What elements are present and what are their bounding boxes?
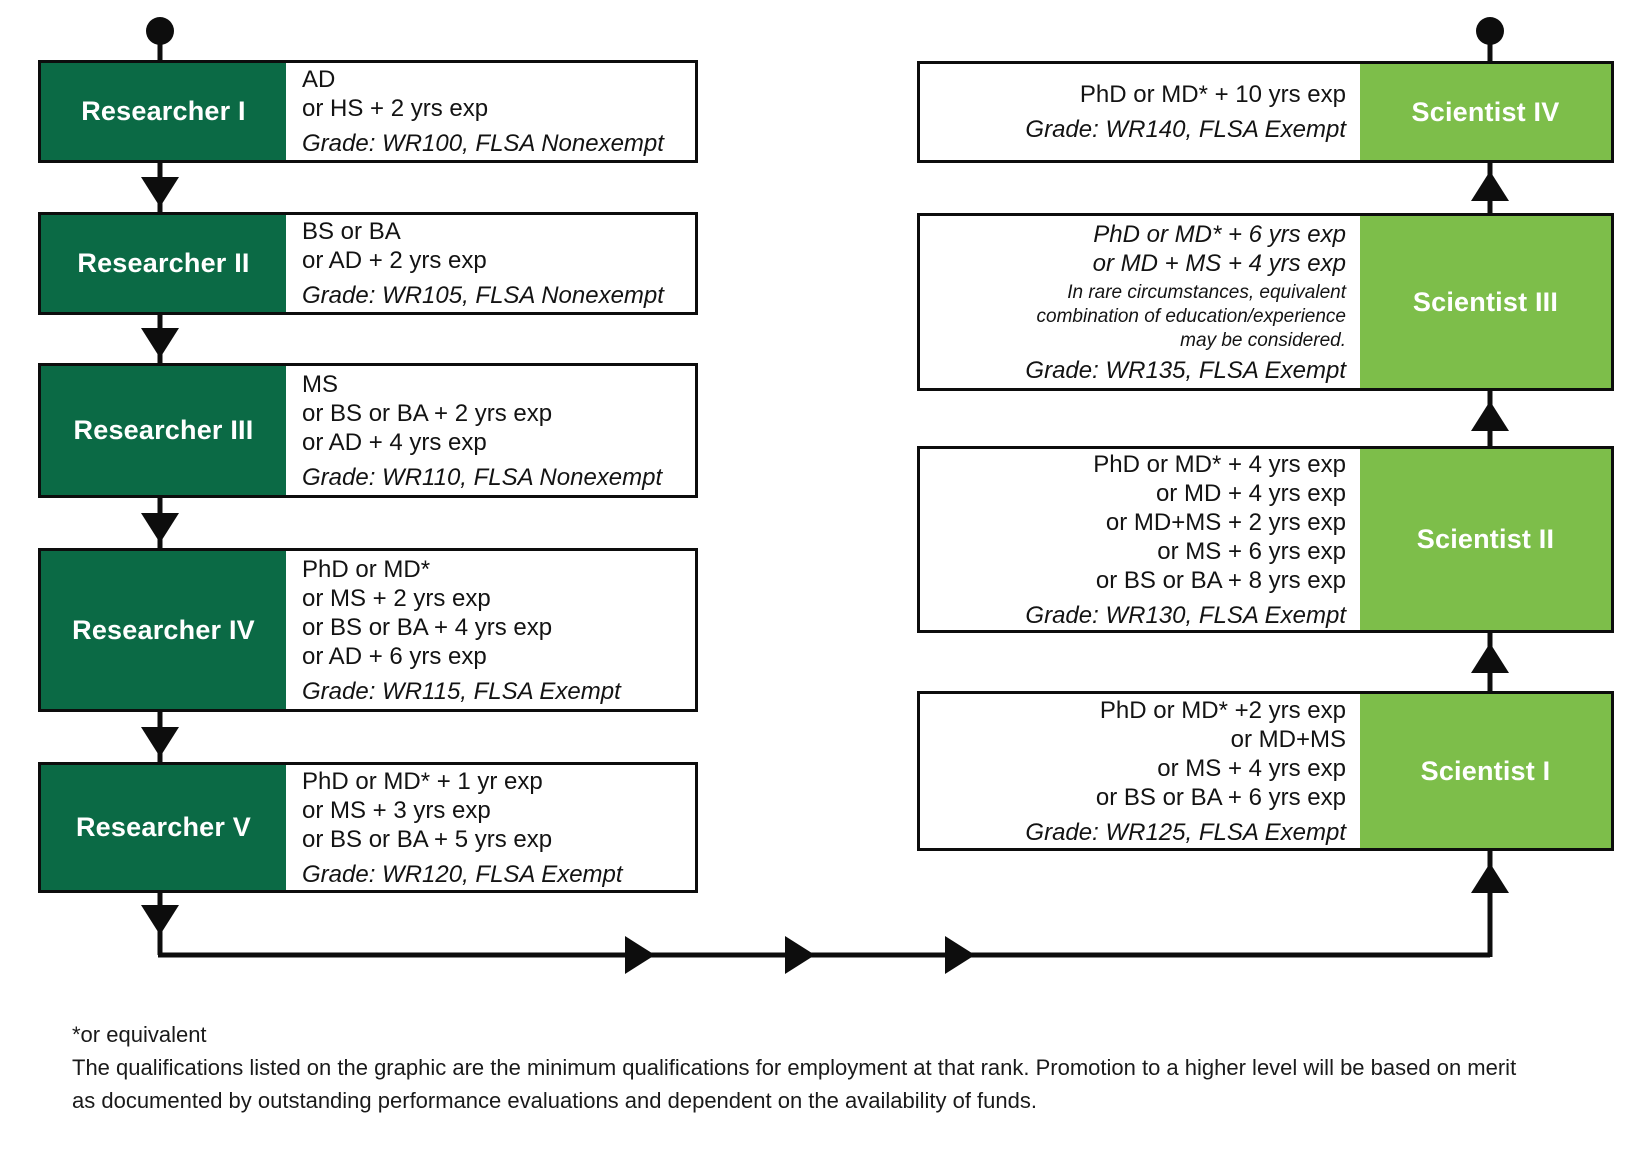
qualification-line: or AD + 4 yrs exp [302, 428, 487, 456]
qualification-line: or MS + 3 yrs exp [302, 796, 491, 824]
qualification-line: or BS or BA + 2 yrs exp [302, 399, 553, 427]
researcher-4-label: Researcher IV [41, 551, 286, 709]
qualification-line: PhD or MD* + 10 yrs exp [1079, 81, 1346, 108]
qualification-line: or MS + 4 yrs exp [1157, 754, 1346, 782]
researcher-3-box: Researcher III MS or BS or BA + 2 yrs ex… [38, 363, 698, 498]
qualification-line: or MS + 2 yrs exp [302, 584, 491, 612]
scientist-4-label: Scientist IV [1360, 64, 1611, 160]
researcher-5-qualifications: PhD or MD* + 1 yr exp or MS + 3 yrs exp … [286, 765, 695, 890]
footnote: *or equivalent The qualifications listed… [72, 1018, 1602, 1117]
researcher-3-qualifications: MS or BS or BA + 2 yrs exp or AD + 4 yrs… [286, 366, 695, 495]
scientist-4-box: PhD or MD* + 10 yrs exp Grade: WR140, FL… [917, 61, 1614, 163]
qualification-line: or AD + 2 yrs exp [302, 247, 487, 274]
qualification-line: or MD + 4 yrs exp [1155, 479, 1346, 507]
scientist-2-box: PhD or MD* + 4 yrs exp or MD + 4 yrs exp… [917, 446, 1614, 633]
qualification-line: or MD+MS [1230, 725, 1346, 753]
qualification-line: or AD + 6 yrs exp [302, 642, 487, 670]
arrow-down-icon [141, 513, 179, 543]
grade-text: Grade: WR100, FLSA Nonexempt [302, 130, 664, 157]
grade-text: Grade: WR125, FLSA Exempt [1025, 818, 1346, 846]
scientist-4-qualifications: PhD or MD* + 10 yrs exp Grade: WR140, FL… [920, 64, 1360, 160]
researcher-4-box: Researcher IV PhD or MD* or MS + 2 yrs e… [38, 548, 698, 712]
scientist-3-label: Scientist III [1360, 216, 1611, 388]
footnote-text-line: The qualifications listed on the graphic… [72, 1055, 1517, 1080]
footnote-asterisk-line: *or equivalent [72, 1022, 207, 1047]
qualification-line: or HS + 2 yrs exp [302, 95, 489, 122]
arrow-up-icon [1471, 401, 1509, 431]
arrow-right-icon [625, 936, 655, 974]
grade-text: Grade: WR135, FLSA Exempt [1025, 356, 1346, 384]
grade-text: Grade: WR110, FLSA Nonexempt [302, 463, 663, 491]
grade-text: Grade: WR140, FLSA Exempt [1025, 116, 1346, 143]
qualification-line: or MS + 6 yrs exp [1157, 537, 1346, 565]
scientist-1-box: PhD or MD* +2 yrs exp or MD+MS or MS + 4… [917, 691, 1614, 851]
researcher-5-label: Researcher V [41, 765, 286, 890]
researcher-5-box: Researcher V PhD or MD* + 1 yr exp or MS… [38, 762, 698, 893]
scientist-3-qualifications: PhD or MD* + 6 yrs exp or MD + MS + 4 yr… [920, 216, 1360, 388]
scientist-3-box: PhD or MD* + 6 yrs exp or MD + MS + 4 yr… [917, 213, 1614, 391]
qualification-line: PhD or MD* +2 yrs exp [1099, 696, 1346, 724]
arrow-up-icon [1471, 863, 1509, 893]
qualification-line: PhD or MD* [302, 555, 431, 583]
equivalency-note: In rare circumstances, equivalent combin… [1036, 281, 1346, 351]
scientist-2-label: Scientist II [1360, 449, 1611, 630]
footnote-text-line: as documented by outstanding performance… [72, 1088, 1037, 1113]
arrow-up-icon [1471, 171, 1509, 201]
qualification-line: AD [302, 66, 336, 93]
grade-text: Grade: WR130, FLSA Exempt [1025, 601, 1346, 629]
researcher-3-label: Researcher III [41, 366, 286, 495]
qualification-line: or MD + MS + 4 yrs exp [1092, 249, 1346, 277]
arrow-down-icon [141, 905, 179, 935]
qualification-line: PhD or MD* + 1 yr exp [302, 767, 543, 795]
arrow-down-icon [141, 328, 179, 358]
arrow-up-icon [1471, 643, 1509, 673]
qualification-line: or BS or BA + 4 yrs exp [302, 613, 553, 641]
qualification-line: or BS or BA + 5 yrs exp [302, 825, 553, 853]
researcher-2-qualifications: BS or BA or AD + 2 yrs exp Grade: WR105,… [286, 215, 695, 312]
qualification-line: or BS or BA + 6 yrs exp [1095, 783, 1346, 811]
grade-text: Grade: WR115, FLSA Exempt [302, 677, 621, 705]
researcher-1-label: Researcher I [41, 63, 286, 160]
researcher-2-label: Researcher II [41, 215, 286, 312]
arrow-right-icon [945, 936, 975, 974]
scientist-1-label: Scientist I [1360, 694, 1611, 848]
grade-text: Grade: WR120, FLSA Exempt [302, 860, 623, 888]
arrow-right-icon [785, 936, 815, 974]
researcher-2-box: Researcher II BS or BA or AD + 2 yrs exp… [38, 212, 698, 315]
qualification-line: MS [302, 370, 338, 398]
scientist-2-qualifications: PhD or MD* + 4 yrs exp or MD + 4 yrs exp… [920, 449, 1360, 630]
grade-text: Grade: WR105, FLSA Nonexempt [302, 282, 664, 309]
qualification-line: or BS or BA + 8 yrs exp [1095, 566, 1346, 594]
researcher-1-box: Researcher I AD or HS + 2 yrs exp Grade:… [38, 60, 698, 163]
qualification-line: or MD+MS + 2 yrs exp [1105, 508, 1346, 536]
scientist-1-qualifications: PhD or MD* +2 yrs exp or MD+MS or MS + 4… [920, 694, 1360, 848]
qualification-line: BS or BA [302, 218, 401, 245]
qualification-line: PhD or MD* + 6 yrs exp [1093, 220, 1346, 248]
qualification-line: PhD or MD* + 4 yrs exp [1093, 450, 1346, 478]
arrow-down-icon [141, 177, 179, 207]
arrow-down-icon [141, 727, 179, 757]
researcher-4-qualifications: PhD or MD* or MS + 2 yrs exp or BS or BA… [286, 551, 695, 709]
researcher-1-qualifications: AD or HS + 2 yrs exp Grade: WR100, FLSA … [286, 63, 695, 160]
